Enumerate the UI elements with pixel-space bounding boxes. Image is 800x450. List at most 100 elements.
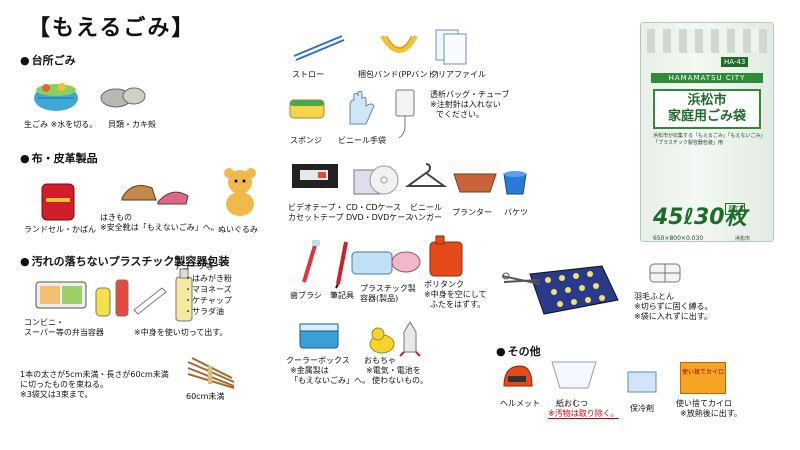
clear-file-icon [435,29,467,65]
bag-brand: 浜松市 [735,236,751,242]
label-planter: プランター [452,208,492,217]
label-branch-2: に切ったものを束ねる。 [20,380,108,389]
section-plastic-heading: 汚れの落ちないプラスチック製容器包装 [20,253,230,269]
section-cloth-heading: 布・皮革製品 [20,150,98,166]
label-helmet: ヘルメット [500,399,540,408]
label-diaper-2: ※汚物は取り除く。 [548,409,619,419]
label-clearfile: クリアファイル [430,70,486,79]
label-hakimono: はきもの [100,213,132,222]
label-branch-1: 1本の太さが5cm未満・長さが60cm未満 [20,370,169,379]
label-video-1: ビデオテープ・ [288,203,344,212]
futon-scissors-icon [501,265,619,315]
sponge-icon [289,99,325,119]
cooler-box-icon [299,323,339,349]
label-tube-2: ・マヨネーズ [184,285,232,294]
label-coldpack: 保冷剤 [630,404,654,413]
section-other-heading: その他 [496,343,541,359]
dialysis-bag-icon [395,89,415,139]
label-tube-4: ・サラダ油 [184,307,224,316]
label-kaigara: 貝類・カキ殻 [108,120,156,129]
section-kitchen-heading: 台所ごみ [20,52,76,68]
label-bucket: バケツ [504,208,528,217]
polytank-icon [429,235,463,277]
label-cd-2: DVD・DVDケース [346,213,413,222]
pen-icon [335,241,348,289]
toothbrush-icon [302,240,320,283]
label-bento-2: スーパー等の弁当容器 [24,328,104,337]
bag-notes: 浜松市が収集する「もえるごみ」「もえないごみ」 「プラスチック製容器包装」用 [653,133,765,147]
label-hanger-1: ビニール [410,203,442,212]
bag-title-line-1: 浜松市 [687,93,727,108]
label-poly-1: ポリタンク [424,280,464,289]
label-cooler-1: クーラーボックス [286,356,350,365]
tubes-bottles-icon [95,279,167,317]
cold-pack-icon [627,371,657,393]
label-toy-1: おもちゃ [364,356,396,365]
bag-code: HA-43 [721,57,749,67]
toy-icon [369,321,421,357]
kairo-package-label: 使い捨てカイロ [681,369,724,376]
label-kairo-1: 使い捨てカイロ [676,399,732,408]
bag-thickness: 厚口 [725,203,745,215]
label-gloves: ビニール手袋 [338,136,386,145]
label-pen: 筆記具 [330,291,354,300]
label-container-2: 容器(製品) [360,294,399,303]
label-band: 梱包バンド(PPバンド) [358,70,439,79]
label-cooler-2: ※金属製は [290,366,329,375]
label-toy-2: ※電気・電池を [366,366,421,375]
label-futon-2: ※切らずに固く縛る。 [634,302,713,311]
label-branch-3: ※3袋又は3束まで。 [20,390,93,399]
tied-futon-icon [649,263,681,283]
shellfish-icon [100,87,146,108]
kairo-package-icon: 使い捨てカイロ [680,362,726,394]
bag-note-2: 「プラスチック製容器包装」用 [653,140,723,146]
plush-bear-icon [224,168,256,216]
planter-icon [453,173,497,193]
label-tube-3: ・ケチャップ [184,296,232,305]
diaper-icon [551,361,597,389]
straw-icon [293,35,345,61]
label-straw: ストロー [292,70,324,79]
bag-top-strip [647,29,767,53]
label-tube-bag-3: でください。 [436,110,484,119]
label-bento-1: コンビニ・ [24,318,64,327]
hamamatsu-garbage-bag-package: HA-43 HAMAMATSU CITY 浜松市 家庭用ごみ袋 浜松市が収集する… [640,22,774,242]
label-toothbrush: 歯ブラシ [290,291,322,300]
bag-title: 浜松市 家庭用ごみ袋 [653,89,761,129]
video-tape-icon [292,164,338,188]
pp-band-icon [380,34,418,53]
label-tube-note: ※中身を使い切って出す。 [134,328,228,337]
label-cd-1: CD・CDケース [346,203,402,212]
label-poly-3: ふたをはずす。 [430,300,486,309]
label-randoseru: ランドセル・かばん [24,225,96,234]
vinyl-hanger-icon [404,163,448,187]
label-futon-3: ※袋に入れずに出す。 [634,312,712,321]
bento-container-icon [35,281,87,309]
bag-city-label: HAMAMATSU CITY [651,73,763,83]
label-hanger-2: ハンガー [410,213,442,222]
label-kairo-2: ※放熱後に出す。 [680,409,742,418]
label-tube-heading: チューブ等 [174,262,214,271]
label-sponge: スポンジ [290,136,322,145]
oil-bottle-icon [175,268,193,322]
label-tube-bag-2: ※注射針は入れない [430,100,501,109]
food-scraps-basket-icon [34,83,78,111]
label-futon-1: 羽毛ふとん [634,292,674,301]
branch-bundle-icon [187,357,235,389]
label-container-1: プラスチック製 [360,284,416,293]
label-cooler-3: 「もえないごみ」へ。 [290,376,370,385]
label-hakimono-note: ※安全靴は「もえないごみ」へ。 [100,223,219,232]
label-tube-bag-1: 透析バッグ・チューブ [430,90,510,99]
helmet-icon [503,365,533,387]
bag-size: 45ℓ30枚 [653,205,747,230]
bag-note-1: 浜松市が収集する「もえるごみ」「もえないごみ」 [653,133,766,139]
plastic-container-icon [351,251,421,275]
label-diaper-2-wrap: ※汚物は取り除く。 [548,409,619,419]
label-branch-length: 60cm未満 [186,392,225,401]
label-nuigurumi: ぬいぐるみ [218,225,258,234]
page-title: 【もえるごみ】 [28,16,196,41]
label-video-2: カセットテープ [288,213,344,222]
label-tube-1: ・はみがき粉 [184,274,232,283]
school-bag-icon [41,183,75,221]
label-toy-3: 使わないもの。 [372,376,428,385]
